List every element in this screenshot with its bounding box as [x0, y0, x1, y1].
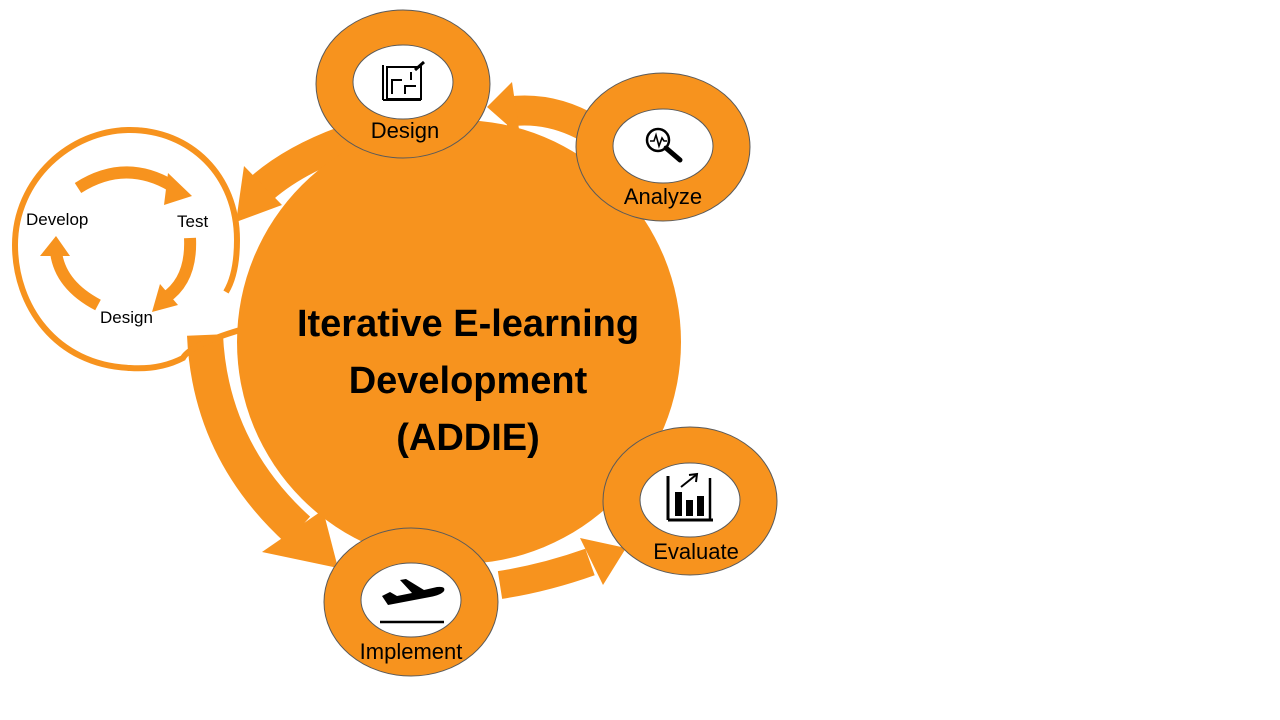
loop-arrow-design-to-develop: [50, 250, 101, 311]
loop-outer-band: [11, 126, 241, 372]
node-analyze: Analyze: [575, 72, 751, 222]
iteration-loop: Develop Test Design: [11, 126, 241, 372]
magnifier-pulse-icon: [645, 127, 683, 163]
airplane-takeoff-icon: [380, 579, 445, 624]
bar-chart-icon: [666, 472, 713, 522]
node-evaluate: Evaluate: [602, 426, 778, 576]
loop-label-develop: Develop: [26, 210, 88, 229]
node-implement: Implement: [323, 527, 499, 677]
center-circle: Iterative E-learning Development (ADDIE): [237, 120, 681, 564]
center-title-line2: Development: [349, 360, 588, 402]
loop-label-design: Design: [100, 308, 153, 327]
node-design: Design: [315, 9, 491, 159]
blueprint-icon: [382, 60, 425, 101]
node-evaluate-label: Evaluate: [653, 539, 739, 564]
arrow-loop-to-implement: [187, 334, 338, 568]
arrow-implement-to-evaluate: [497, 538, 626, 599]
loop-arrow-develop-to-test: [74, 166, 176, 194]
node-analyze-label: Analyze: [624, 184, 702, 209]
center-title-line1: Iterative E-learning: [297, 303, 639, 345]
loop-label-test: Test: [177, 212, 208, 231]
center-title-line3: (ADDIE): [396, 417, 540, 459]
loop-arrow-test-to-design: [161, 237, 197, 303]
node-design-label: Design: [371, 118, 439, 143]
node-implement-label: Implement: [360, 639, 463, 664]
